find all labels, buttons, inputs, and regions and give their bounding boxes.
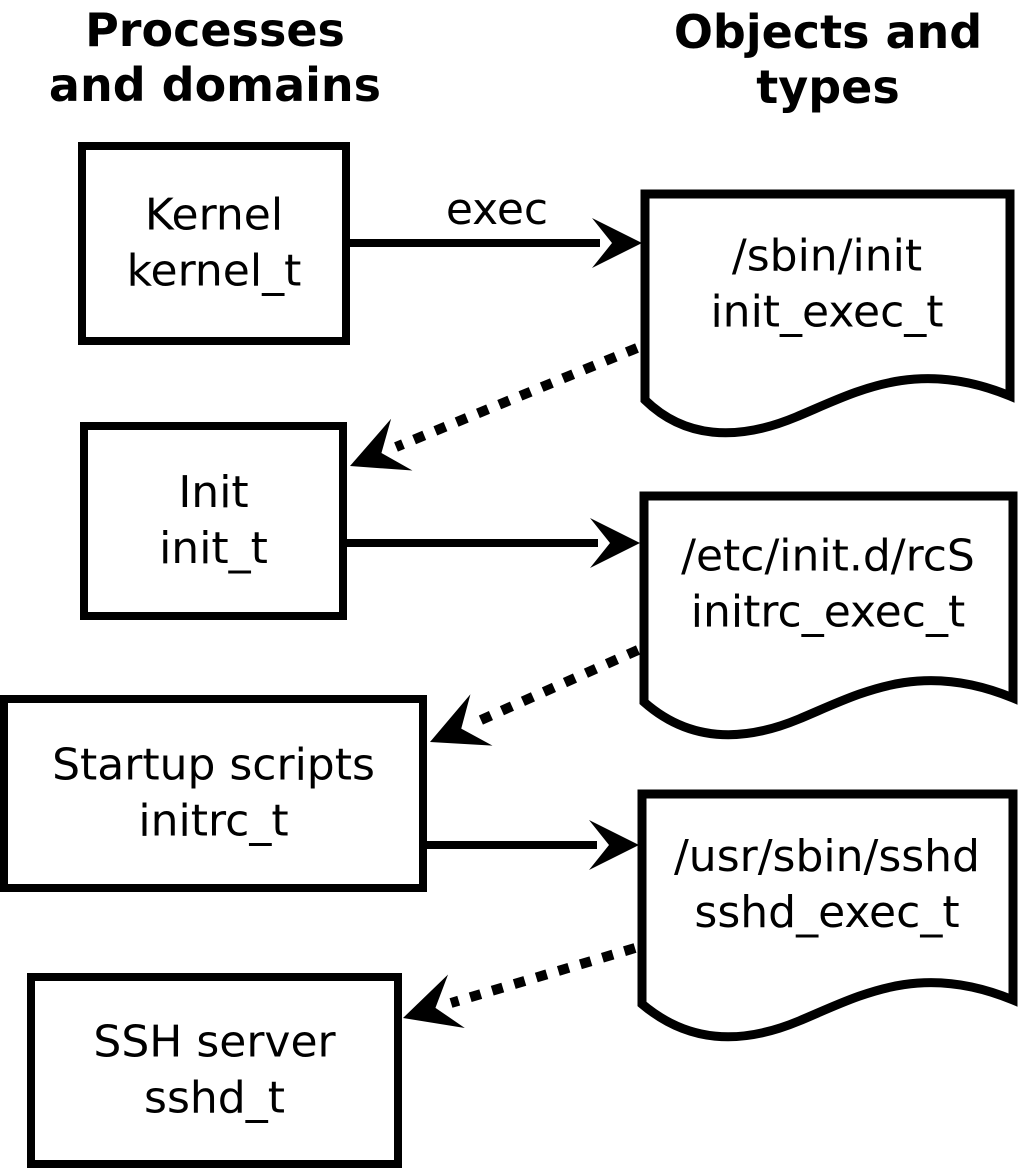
etc-initd-rcs-type-label: initrc_exec_t (691, 587, 965, 638)
startup-scripts-label: Startup scripts (52, 740, 375, 791)
usr-sbin-sshd-doc-shape (637, 789, 1018, 1042)
etc-initd-rcs-path-label: /etc/init.d/rcS (681, 531, 975, 582)
process-box-kernel: Kernel kernel_t (78, 142, 350, 345)
arrowhead (590, 518, 640, 568)
object-doc-sbin-init: /sbin/init init_exec_t (640, 189, 1015, 438)
usr-sbin-sshd-path-label: /usr/sbin/sshd (674, 831, 980, 882)
dotted-arrow-line (449, 943, 637, 1008)
kernel-domain-label: kernel_t (127, 246, 302, 297)
usr-sbin-sshd-type-label: sshd_exec_t (694, 887, 959, 938)
sbin-init-type-label: init_exec_t (710, 287, 943, 338)
left-column-header-line2: and domains (49, 58, 381, 112)
process-box-init: Init init_t (80, 422, 347, 620)
exec-arrow-label: exec (446, 184, 548, 235)
solid-arrow-init-to-rcs (347, 518, 640, 568)
sbin-init-doc-shape (640, 189, 1015, 438)
dotted-arrow-sshd-to-sshserver (403, 943, 637, 1028)
arrowhead (430, 694, 493, 746)
init-box (80, 422, 347, 620)
dotted-arrow-line (469, 645, 641, 729)
object-doc-usr-sbin-sshd: /usr/sbin/sshd sshd_exec_t (637, 789, 1018, 1042)
column-headers: Processes and domains Objects and types (49, 3, 982, 114)
left-column-header-line1: Processes (85, 3, 345, 57)
process-box-ssh-server: SSH server sshd_t (27, 973, 402, 1168)
arrowhead (350, 418, 413, 471)
dotted-arrow-sbin-init-to-init (350, 343, 639, 471)
ssh-server-domain-label: sshd_t (144, 1073, 285, 1124)
startup-scripts-domain-label: initrc_t (138, 796, 288, 847)
kernel-box (78, 142, 350, 345)
arrowhead (403, 974, 465, 1028)
right-column-header-line1: Objects and (674, 5, 982, 59)
object-doc-etc-initd-rcs: /etc/init.d/rcS initrc_exec_t (639, 491, 1018, 740)
init-label: Init (178, 467, 248, 518)
init-domain-label: init_t (159, 523, 268, 574)
solid-arrow-initrc-to-sshd (427, 820, 639, 870)
solid-arrow-kernel-to-sbin-init: exec (350, 184, 642, 268)
kernel-label: Kernel (145, 190, 283, 241)
dotted-arrow-line (394, 343, 639, 452)
arrowhead (592, 218, 642, 268)
right-column-header-line2: types (756, 60, 899, 114)
sbin-init-path-label: /sbin/init (732, 231, 922, 282)
ssh-server-box (27, 973, 402, 1168)
process-box-startup-scripts: Startup scripts initrc_t (0, 695, 427, 892)
arrowhead (589, 820, 639, 870)
etc-initd-rcs-doc-shape (639, 491, 1018, 740)
ssh-server-label: SSH server (93, 1017, 336, 1068)
startup-scripts-box (0, 695, 427, 892)
dotted-arrow-rcs-to-initrc (430, 645, 641, 746)
